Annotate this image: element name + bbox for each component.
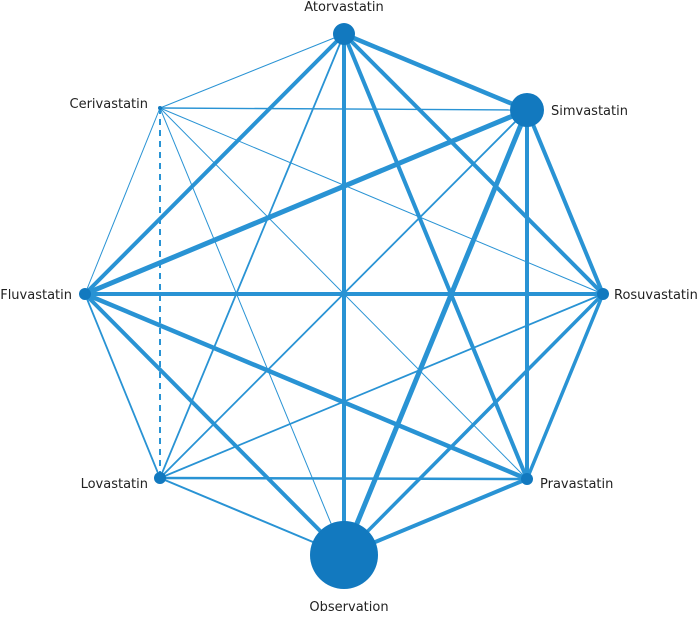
label-lovastatin: Lovastatin: [81, 477, 148, 492]
edge-rosuvastatin-observation: [342, 292, 605, 557]
node-fluvastatin: [79, 288, 91, 300]
label-pravastatin: Pravastatin: [540, 477, 613, 492]
edge-fluvastatin-pravastatin: [84, 291, 528, 482]
node-rosuvastatin: [597, 288, 609, 300]
edge-atorvastatin-lovastatin: [159, 33, 345, 479]
edge-cerivastatin-simvastatin: [159, 107, 528, 111]
edge-atorvastatin-pravastatin: [342, 33, 529, 480]
label-fluvastatin: Fluvastatin: [0, 288, 72, 303]
label-cerivastatin: Cerivastatin: [70, 97, 148, 112]
node-atorvastatin: [333, 23, 355, 45]
label-atorvastatin: Atorvastatin: [304, 0, 384, 15]
edge-atorvastatin-cerivastatin: [159, 33, 345, 109]
edge-simvastatin-observation: [341, 109, 530, 556]
node-lovastatin: [154, 472, 166, 484]
edge-cerivastatin-observation: [159, 107, 345, 556]
node-pravastatin: [521, 473, 533, 485]
edges-layer: [83, 31, 605, 557]
label-rosuvastatin: Rosuvastatin: [614, 288, 698, 303]
edge-rosuvastatin-pravastatin: [525, 293, 605, 480]
edge-pravastatin-lovastatin: [159, 476, 528, 481]
label-simvastatin: Simvastatin: [551, 104, 628, 119]
edge-simvastatin-rosuvastatin: [525, 109, 605, 295]
label-observation: Observation: [309, 600, 388, 615]
edge-atorvastatin-fluvastatin: [83, 32, 346, 296]
node-cerivastatin: [158, 106, 162, 110]
edge-cerivastatin-fluvastatin: [84, 107, 161, 295]
edge-simvastatin-fluvastatin: [84, 107, 528, 297]
node-simvastatin: [510, 93, 544, 127]
edge-fluvastatin-observation: [83, 292, 346, 557]
edge-rosuvastatin-lovastatin: [159, 293, 604, 479]
edge-fluvastatin-lovastatin: [84, 293, 161, 479]
node-observation: [310, 521, 378, 589]
edge-atorvastatin-simvastatin: [343, 31, 528, 113]
nodes-layer: [79, 23, 609, 589]
edge-cerivastatin-rosuvastatin: [159, 107, 604, 295]
